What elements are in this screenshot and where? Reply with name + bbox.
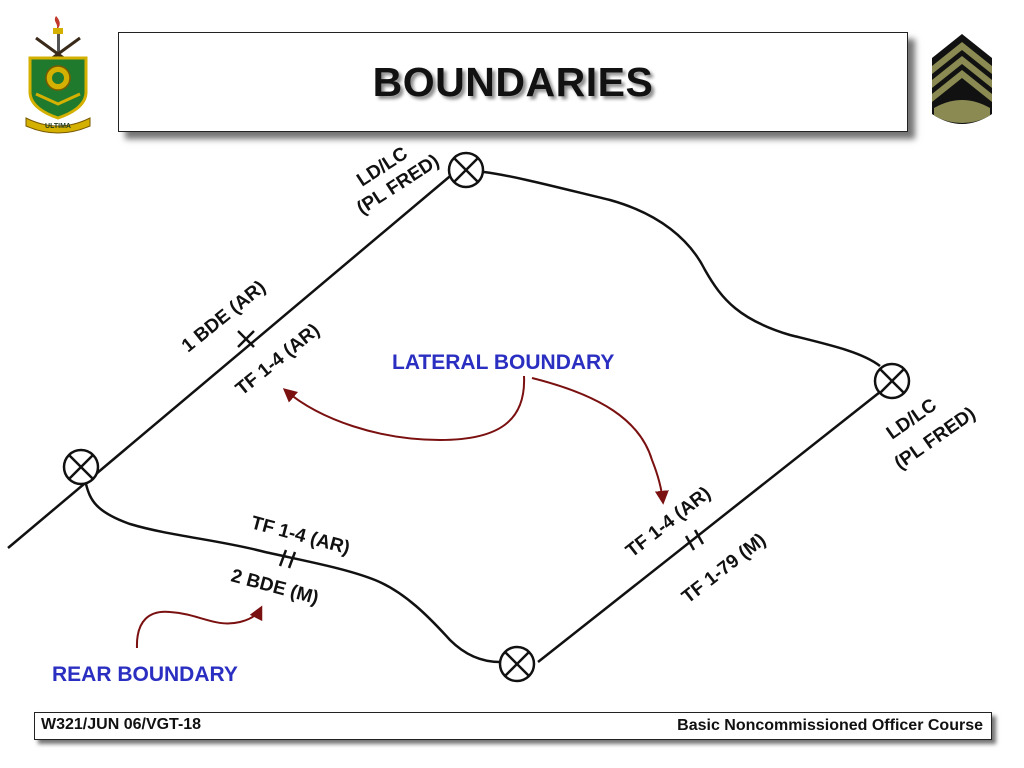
upper-lateral-boundary-line bbox=[7, 171, 456, 549]
forward-boundary-line bbox=[483, 170, 881, 367]
footer-course-name: Basic Noncommissioned Officer Course bbox=[677, 717, 983, 734]
tf-14-lower-right-label: TF 1-4 (AR) bbox=[622, 483, 715, 562]
bde-1-label: 1 BDE (AR) bbox=[178, 277, 270, 357]
staff-sergeant-chevron-icon bbox=[932, 34, 992, 124]
rear-boundary-label: REAR BOUNDARY bbox=[52, 663, 238, 686]
bde-x-mark bbox=[237, 330, 255, 348]
footer-bar: W321/JUN 06/VGT-18 Basic Noncommissioned… bbox=[34, 712, 992, 740]
lower-lateral-boundary-line bbox=[537, 391, 881, 663]
rear-boundary-line bbox=[84, 483, 501, 664]
lateral-boundary-label: LATERAL BOUNDARY bbox=[392, 351, 614, 374]
footer-lesson-code: W321/JUN 06/VGT-18 bbox=[41, 716, 202, 733]
circle-x-icon bbox=[873, 362, 911, 400]
lateral-arrow-left bbox=[282, 375, 526, 442]
title-box: BOUNDARIES bbox=[118, 32, 908, 132]
lateral-double-slash-mark bbox=[684, 529, 705, 551]
rear-arrow bbox=[135, 605, 263, 649]
crest-motto: ULTIMA bbox=[45, 123, 71, 130]
tf-14-upper-label: TF 1-4 (AR) bbox=[232, 320, 324, 400]
regimental-crest-icon: ULTIMA bbox=[25, 16, 91, 134]
rear-double-slash-mark bbox=[278, 549, 297, 569]
lateral-arrow-right bbox=[531, 377, 669, 505]
circle-x-icon bbox=[62, 448, 100, 486]
page-title: BOUNDARIES bbox=[372, 58, 654, 105]
circle-x-icon bbox=[498, 645, 536, 683]
bde-2-label: 2 BDE (M) bbox=[229, 566, 321, 610]
circle-x-icon bbox=[447, 151, 485, 189]
